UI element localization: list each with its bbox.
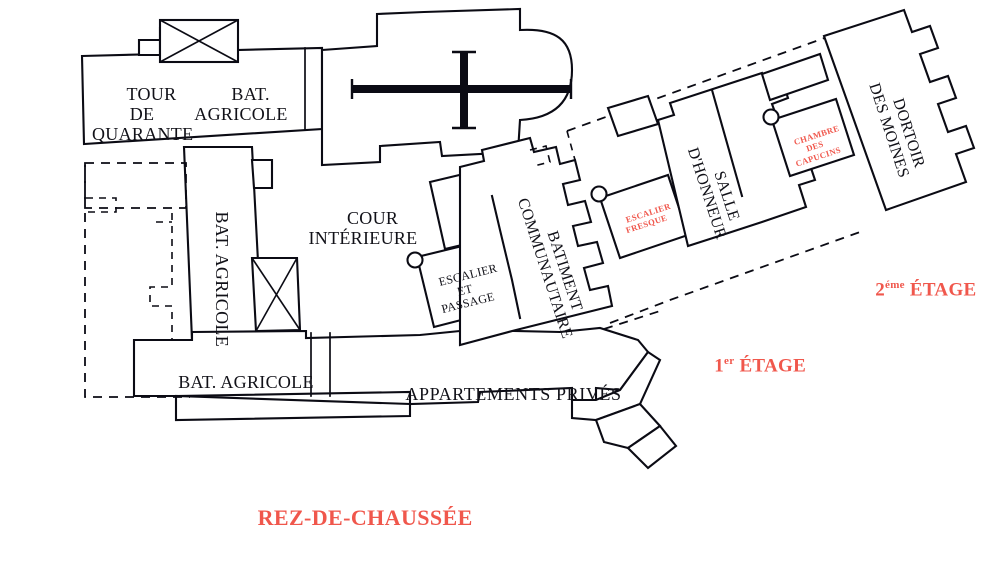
ghost-outlines-group — [84, 162, 190, 398]
salle-d-honneur-inner-wall — [710, 88, 744, 198]
label-tour-de-quarante: TOUR DE QUARANTE — [92, 84, 194, 145]
label-cour-interieure: COUR INTÉRIEURE — [308, 208, 418, 249]
south-east-annex-a — [570, 350, 662, 422]
legend-premier-etage: 1er ÉTAGE — [714, 355, 807, 377]
chambre-des-capucins-outline — [770, 97, 856, 178]
first-floor-envelope-left — [566, 130, 576, 161]
turret-escalier-fresque — [590, 185, 608, 203]
turret-escalier-passage — [406, 251, 424, 269]
level-boundary-group — [603, 310, 661, 330]
first-floor-envelope-lower — [609, 231, 861, 324]
salle-d-honneur-north-annex — [606, 94, 660, 138]
ghost-outline-main — [84, 165, 190, 398]
church-group — [320, 7, 574, 167]
legend-rez-de-chaussee: REZ-DE-CHAUSSÉE — [257, 504, 473, 530]
barn-x-courtyard-b — [255, 257, 298, 332]
communautaire-alcove — [529, 145, 551, 167]
ghost-outline-outer — [84, 162, 187, 209]
ground-to-first-dotted — [603, 310, 661, 330]
label-bat-agricole-nord: BAT. AGRICOLE — [194, 84, 288, 125]
south-east-annex-c — [626, 424, 678, 470]
batiment-communautaire-inner-wall — [490, 194, 522, 320]
ghost-outline-inner-a — [86, 197, 117, 213]
west-wing-annex — [250, 158, 274, 190]
north-wing-notch — [137, 38, 162, 57]
batiment-communautaire-group — [458, 136, 614, 347]
legend-deuxieme-etage-rest: ÉTAGE — [904, 279, 977, 301]
label-appartements-prives: APPARTEMENTS PRIVÉS — [405, 384, 622, 405]
north-wing-group — [80, 18, 324, 146]
second-floor-group — [760, 8, 976, 212]
legend-deuxieme-etage: 2éme ÉTAGE — [875, 279, 977, 301]
label-bat-agricole-ouest: BAT. AGRICOLE — [212, 211, 233, 348]
ghost-outline-inner-b — [149, 213, 173, 340]
dortoir-north-annex — [760, 52, 830, 102]
dortoir-des-moines-outline — [822, 8, 976, 212]
legend-deuxieme-etage-sup: éme — [885, 279, 905, 292]
barn-x-north-b — [159, 19, 239, 63]
legend-premier-etage-sup: er — [724, 355, 735, 368]
south-annex-block — [174, 394, 412, 422]
label-bat-agricole-sud: BAT. AGRICOLE — [178, 372, 314, 393]
south-wing-group — [132, 326, 678, 470]
west-wing-group — [182, 145, 302, 342]
batiment-communautaire-outline — [458, 136, 614, 347]
turret-chambre-capucins — [762, 108, 780, 126]
legend-premier-etage-rest: ÉTAGE — [734, 355, 807, 377]
